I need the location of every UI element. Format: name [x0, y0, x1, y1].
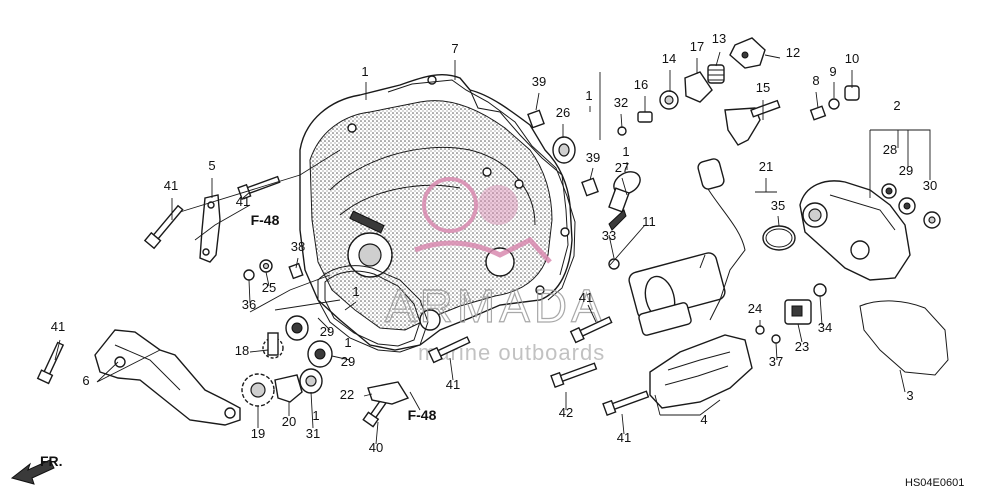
clip-plate: [367, 381, 410, 405]
gears: [241, 332, 303, 407]
mount-bracket: [94, 329, 241, 426]
callout-c1f: 1: [312, 408, 319, 423]
motor-cover: [649, 334, 753, 409]
callout-c10: 10: [845, 51, 859, 66]
callout-c1a: 1: [361, 64, 368, 79]
leader-lines: [54, 51, 931, 445]
callout-c5: 5: [208, 158, 215, 173]
front-label: FR.: [40, 453, 63, 469]
callout-c36a: 36: [242, 297, 256, 312]
callout-c23: 23: [795, 339, 809, 354]
callout-c28: 28: [883, 142, 897, 157]
callout-c39b: 39: [586, 150, 600, 165]
callout-c1c: 1: [622, 144, 629, 159]
ref-label-r1: F-48: [251, 212, 280, 228]
callout-c35: 35: [771, 198, 785, 213]
callout-c2: 2: [893, 98, 900, 113]
oil-seals: [285, 136, 576, 394]
inner-gasket: [317, 265, 429, 353]
callout-c22: 22: [340, 387, 354, 402]
callout-c1d: 1: [352, 284, 359, 299]
callout-c41d: 41: [579, 290, 593, 305]
callout-c34: 34: [818, 320, 832, 335]
callout-c25: 25: [262, 280, 276, 295]
callout-c12: 12: [786, 45, 800, 60]
callout-c4: 4: [700, 412, 707, 427]
callout-c39a: 39: [532, 74, 546, 89]
callout-c42: 42: [559, 405, 573, 420]
callout-c21: 21: [759, 159, 773, 174]
callout-c31: 31: [306, 426, 320, 441]
callout-c41c: 41: [51, 319, 65, 334]
callout-c40: 40: [369, 440, 383, 455]
callout-numbers: 1111112345678910111213141516171819202122…: [51, 31, 937, 455]
callout-c29c: 29: [341, 354, 355, 369]
callout-c41e: 41: [446, 377, 460, 392]
callout-c11: 11: [642, 214, 656, 229]
shift-motor: [628, 158, 746, 336]
callout-c19: 19: [251, 426, 265, 441]
callout-c17: 17: [690, 39, 704, 54]
callout-c14: 14: [662, 51, 676, 66]
bolts: [36, 175, 650, 428]
callout-c38: 38: [291, 239, 305, 254]
callout-c9: 9: [829, 64, 836, 79]
right-bearings: [881, 183, 941, 229]
callout-c27: 27: [615, 160, 629, 175]
callout-c1b: 1: [585, 88, 592, 103]
cover-gasket: [387, 79, 576, 301]
shift-linkage: [617, 37, 860, 146]
ref-label-r2: F-48: [408, 407, 437, 423]
front-arrow: FR.: [10, 453, 63, 485]
callout-c32: 32: [614, 95, 628, 110]
callout-c24: 24: [748, 301, 762, 316]
watermark-brand: ARMADA: [385, 280, 606, 332]
callout-c26: 26: [556, 105, 570, 120]
callout-c29b: 29: [320, 324, 334, 339]
callout-c41b: 41: [236, 194, 250, 209]
pump-housing: [799, 180, 911, 297]
sensor: [755, 299, 812, 344]
callout-c37: 37: [769, 354, 783, 369]
callout-c1e: 1: [344, 335, 351, 350]
callout-c30: 30: [923, 178, 937, 193]
dipstick: [608, 171, 641, 270]
callout-c41a: 41: [164, 178, 178, 193]
callout-c3: 3: [906, 388, 913, 403]
callout-c33: 33: [602, 228, 616, 243]
diagram-code: HS04E0601: [905, 477, 964, 489]
watermark: ARMADA marine outboards: [384, 177, 606, 365]
callout-c16: 16: [634, 77, 648, 92]
callout-c20: 20: [282, 414, 296, 429]
callout-c8: 8: [812, 73, 819, 88]
small-fasteners: [243, 109, 599, 281]
callout-c41f: 41: [617, 430, 631, 445]
callout-c13: 13: [712, 31, 726, 46]
callout-c18: 18: [235, 343, 249, 358]
callout-c15: 15: [756, 80, 770, 95]
reference-labels: F-48F-48: [251, 212, 437, 423]
callout-c6: 6: [82, 373, 89, 388]
callout-c29a: 29: [899, 163, 913, 178]
callout-c7: 7: [451, 41, 458, 56]
